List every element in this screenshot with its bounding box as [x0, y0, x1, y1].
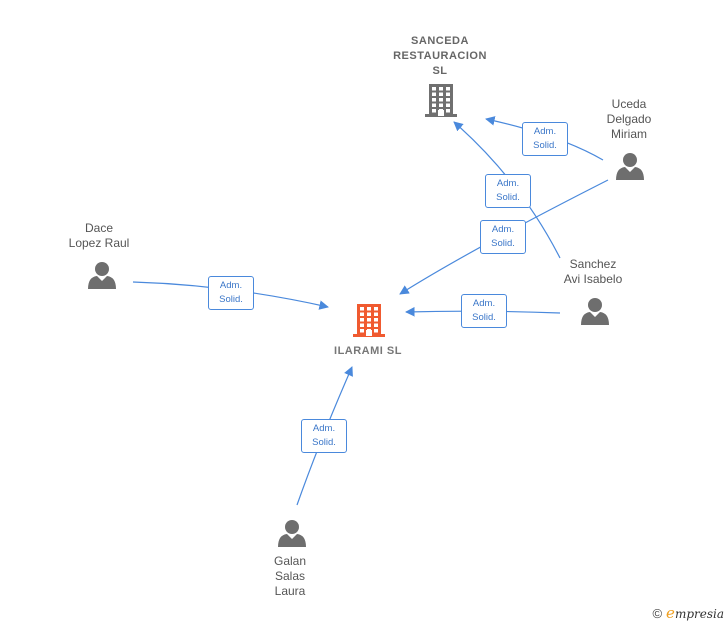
node-label-sanceda[interactable]: SANCEDA RESTAURACION SL [393, 35, 487, 77]
person-icon[interactable] [581, 298, 609, 325]
edge-label-sanchez-sanceda[interactable]: Adm. Solid. [485, 174, 531, 208]
edge-label-dace-ilarami[interactable]: Adm. Solid. [208, 276, 254, 310]
edge-label-line1: Adm. [472, 298, 496, 309]
empresia-logo[interactable]: empresia [666, 604, 724, 622]
edge-label-line1: Adm. [496, 178, 520, 189]
person-icon[interactable] [278, 520, 306, 547]
edge-label-uceda-sanceda[interactable]: Adm. Solid. [522, 122, 568, 156]
building-icon[interactable] [353, 304, 385, 337]
node-label-ilarami[interactable]: ILARAMI SL [334, 345, 402, 357]
building-icon[interactable] [425, 84, 457, 117]
edge-label-line1: Adm. [533, 126, 557, 137]
logo-rest: mpresia [674, 607, 724, 621]
node-label-sanchez[interactable]: Sanchez Avi Isabelo [563, 257, 623, 286]
edge-label-line2: Solid. [472, 312, 496, 323]
edge-label-sanchez-ilarami[interactable]: Adm. Solid. [461, 294, 507, 328]
edge-label-line2: Solid. [533, 140, 557, 151]
edge-label-line1: Adm. [312, 423, 336, 434]
edge-label-line2: Solid. [496, 192, 520, 203]
node-label-dace[interactable]: Dace Lopez Raul [68, 221, 130, 250]
node-label-galan[interactable]: Galan Salas Laura [273, 554, 307, 598]
node-label-uceda[interactable]: Uceda Delgado Miriam [606, 97, 652, 141]
footer-credit: © empresia [652, 604, 724, 622]
logo-initial: e [666, 604, 675, 622]
edge-label-line2: Solid. [491, 238, 515, 249]
person-icon[interactable] [88, 262, 116, 289]
edge-label-line1: Adm. [219, 280, 243, 291]
edge-label-line2: Solid. [312, 437, 336, 448]
edge-label-line1: Adm. [491, 224, 515, 235]
edge-label-galan-ilarami[interactable]: Adm. Solid. [301, 419, 347, 453]
person-icon[interactable] [616, 153, 644, 180]
copyright-icon: © [652, 605, 663, 621]
edge-label-line2: Solid. [219, 294, 243, 305]
edge-label-uceda-ilarami[interactable]: Adm. Solid. [480, 220, 526, 254]
